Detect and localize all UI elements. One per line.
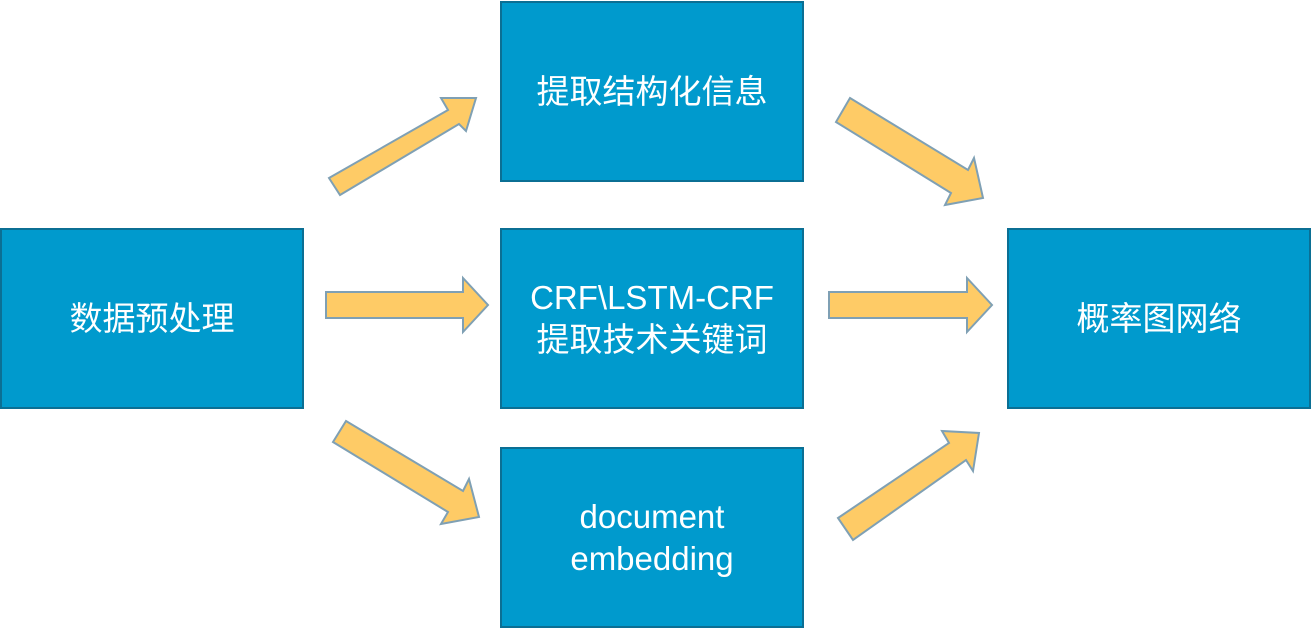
node-embedding-label-line1: document — [579, 497, 725, 535]
node-preprocess-label: 数据预处理 — [69, 299, 235, 337]
node-graph: 概率图网络 — [1007, 228, 1311, 409]
node-embedding: document embedding — [500, 447, 804, 628]
arrow-preprocess-to-structured — [327, 97, 478, 197]
arrow-preprocess-to-keywords — [325, 275, 490, 335]
arrow-embedding-to-graph — [836, 429, 981, 542]
node-keywords-label-line2: 提取技术关键词 — [536, 320, 768, 358]
node-keywords: CRF\LSTM-CRF 提取技术关键词 — [500, 228, 804, 409]
arrow-preprocess-to-embedding — [331, 419, 481, 526]
node-structured: 提取结构化信息 — [500, 1, 804, 182]
arrow-structured-to-graph — [834, 96, 985, 207]
arrow-keywords-to-graph — [828, 275, 994, 335]
node-structured-label: 提取结构化信息 — [536, 72, 768, 110]
node-keywords-label-line1: CRF\LSTM-CRF — [530, 278, 774, 316]
node-preprocess: 数据预处理 — [0, 228, 304, 409]
node-embedding-label-line2: embedding — [570, 539, 734, 577]
node-graph-label: 概率图网络 — [1076, 299, 1242, 337]
